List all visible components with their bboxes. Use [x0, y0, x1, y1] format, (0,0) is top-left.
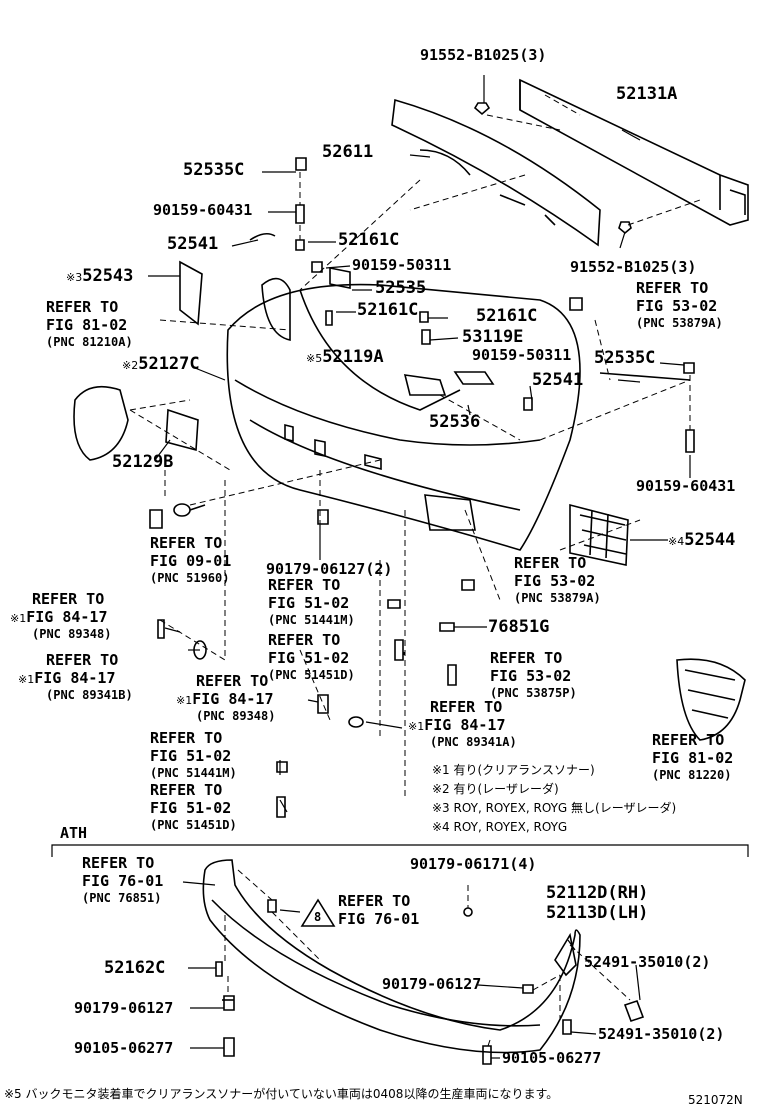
- right-components: [311, 261, 746, 741]
- figure-code: 521072N: [688, 1093, 743, 1107]
- part-90105-06277-left: 90105-06277: [74, 1039, 174, 1057]
- part-91552-bottom: 91552-B1025(3): [570, 258, 697, 276]
- part-90159-50311-a: 90159-50311: [352, 256, 452, 274]
- mark-3: ※3: [66, 271, 83, 284]
- reinforcement-bar: [519, 78, 749, 226]
- part-52491-b: 52491-35010(2): [598, 1025, 725, 1043]
- note-3: ※3 ROY, ROYEX, ROYG 無し(レーザレーダ): [432, 801, 677, 815]
- part-52541-right: 52541: [532, 370, 584, 390]
- mark-5: ※5: [306, 352, 323, 365]
- note-4: ※4 ROY, ROYEX, ROYG: [432, 820, 568, 834]
- part-76851G: 76851G: [488, 617, 550, 637]
- refer-fig84-17-a: REFER TO※1FIG 84-17(PNC 89348): [10, 590, 112, 641]
- bumper-cover: [226, 277, 581, 551]
- part-52536: 52536: [429, 412, 481, 432]
- part-52162C: 52162C: [104, 958, 166, 978]
- leader-lines: [148, 75, 691, 886]
- part-52491-a: 52491-35010(2): [584, 953, 711, 971]
- part-52119A: ※552119A: [306, 347, 384, 367]
- part-52161C-a: 52161C: [338, 230, 400, 250]
- part-90159-60431-right: 90159-60431: [636, 477, 736, 495]
- part-90179-06171: 90179-06171(4): [410, 855, 537, 873]
- part-90179-06127-right: 90179-06127: [382, 975, 482, 993]
- mark-2: ※2: [122, 359, 139, 372]
- refer-fig84-17-b: REFER TO※1FIG 84-17(PNC 89341B): [18, 651, 133, 702]
- part-52535C-left: 52535C: [183, 160, 245, 180]
- part-52161C-c: 52161C: [476, 306, 538, 326]
- part-52113D: 52113D(LH): [546, 903, 649, 923]
- lower-dashed-guides: [224, 869, 631, 1047]
- mark-4: ※4: [668, 535, 685, 548]
- note-1: ※1 有り(クリアランスソナー): [432, 763, 595, 777]
- part-52543: ※352543: [66, 266, 134, 286]
- part-90179-06127-left: 90179-06127: [74, 999, 174, 1017]
- part-52112D: 52112D(RH): [546, 883, 649, 903]
- energy-absorber: [391, 98, 601, 247]
- part-52127C: ※252127C: [122, 354, 200, 374]
- footnote: ※5 バックモニタ装着車でクリアランスソナーが付いていない車両は0408以降の生…: [4, 1087, 559, 1101]
- bolt-icons: [223, 102, 695, 1065]
- ath-bracket: [51, 844, 749, 857]
- part-90159-60431-left: 90159-60431: [153, 201, 253, 219]
- part-52535C-right: 52535C: [594, 348, 656, 368]
- part-90159-50311-b: 90159-50311: [472, 346, 572, 364]
- part-90105-06277-right: 90105-06277: [502, 1049, 602, 1067]
- warning-number: 8: [314, 910, 322, 924]
- section-label-ath: ATH: [60, 824, 88, 842]
- part-52129B: 52129B: [112, 452, 174, 472]
- part-90179-06127-2: 90179-06127(2): [266, 560, 393, 578]
- note-2: ※2 有り(レーザレーダ): [432, 782, 559, 796]
- part-52535: 52535: [375, 278, 427, 298]
- part-53119E: 53119E: [462, 327, 524, 347]
- lower-leaders: [188, 909, 641, 1059]
- left-components: [73, 232, 475, 773]
- part-52611: 52611: [322, 142, 374, 162]
- refer-fig84-17-c: REFER TO※1FIG 84-17(PNC 89348): [176, 672, 276, 723]
- part-52541-left: 52541: [167, 234, 219, 254]
- part-52161C-b: 52161C: [357, 300, 419, 320]
- part-91552-top: 91552-B1025(3): [420, 46, 547, 64]
- part-52131A: 52131A: [616, 84, 678, 104]
- refer-fig84-17-d: REFER TO※1FIG 84-17(PNC 89341A): [408, 698, 517, 749]
- warning-triangle: [300, 898, 336, 927]
- part-52544: ※452544: [668, 530, 736, 550]
